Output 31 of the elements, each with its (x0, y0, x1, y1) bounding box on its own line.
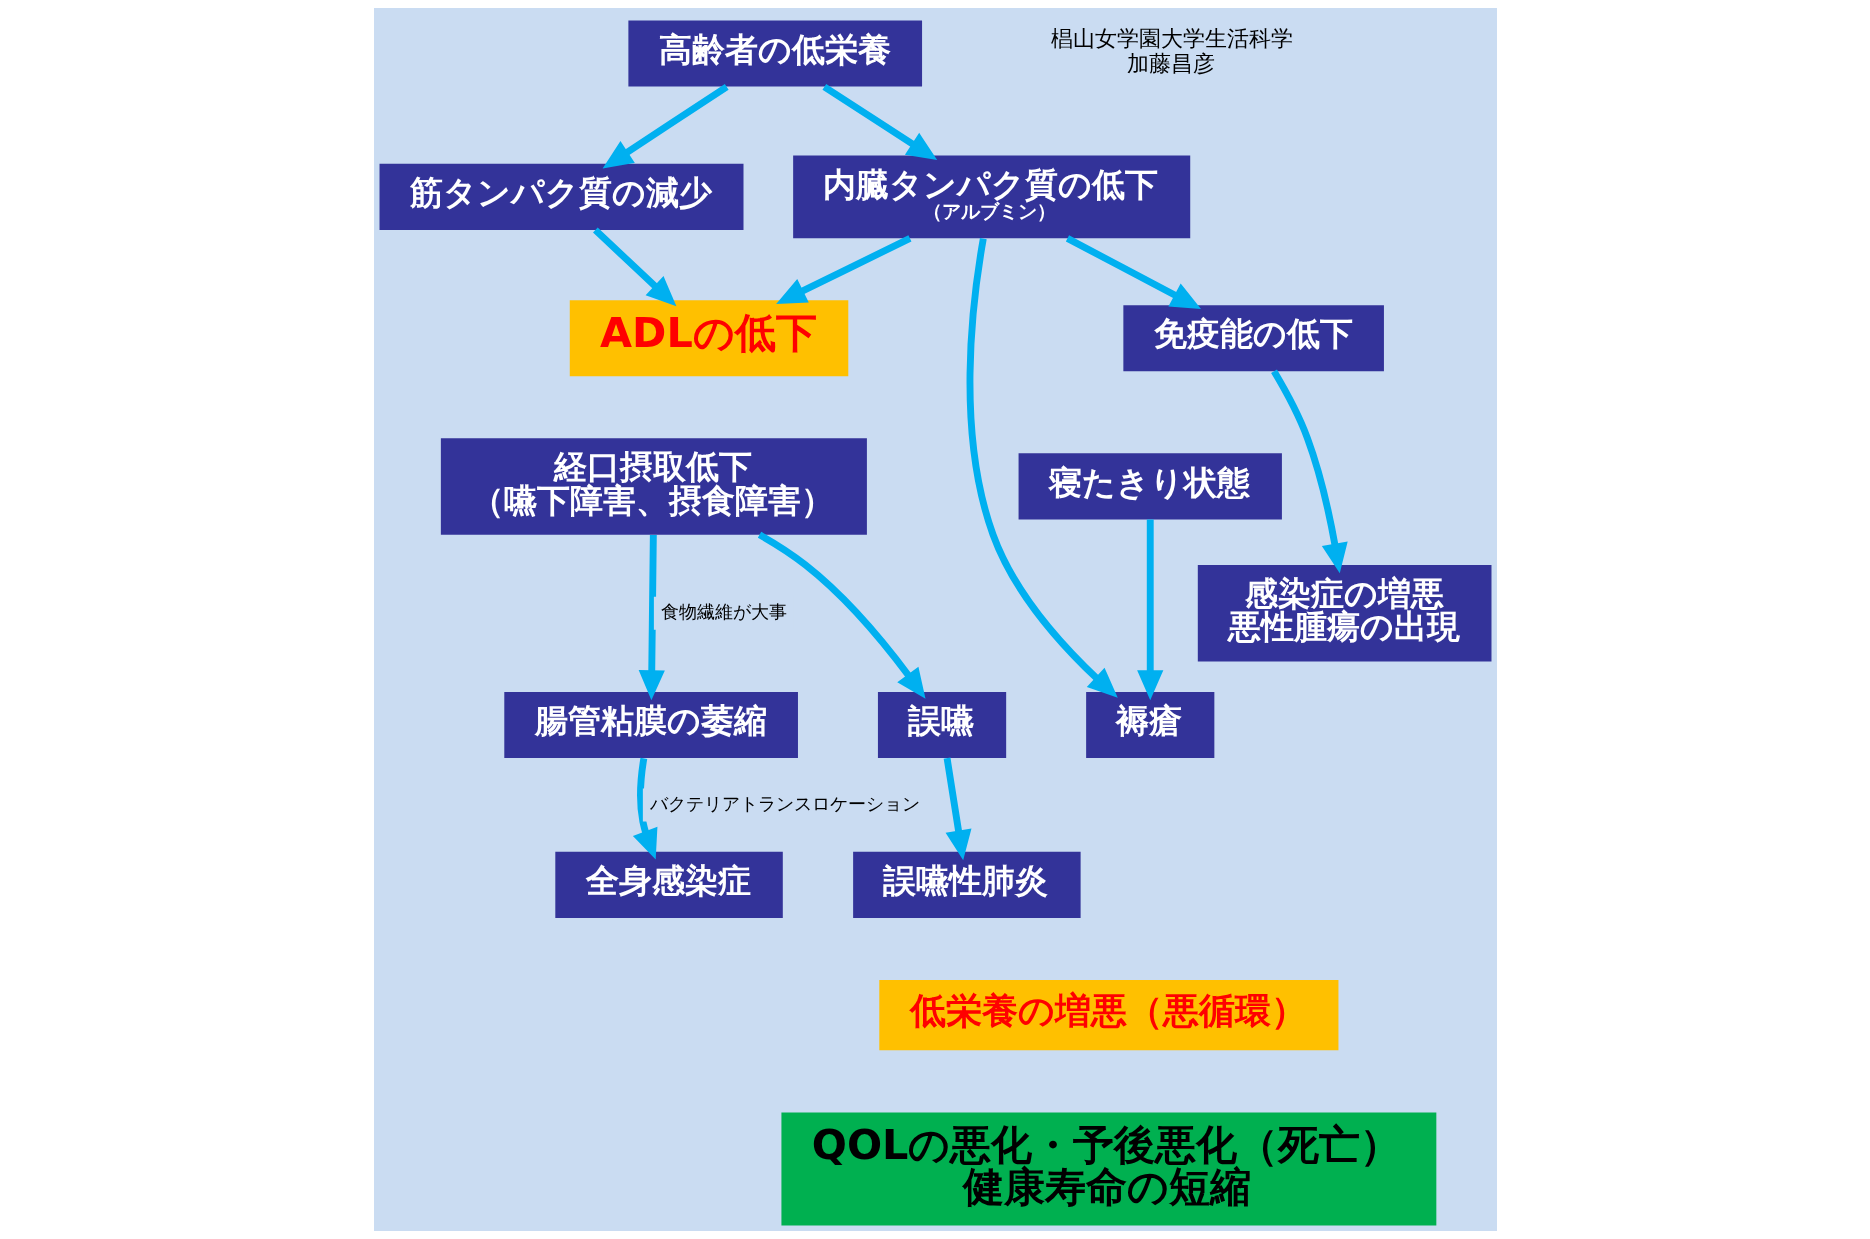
arrow (632, 757, 657, 860)
node-box: 腸管粘膜の萎縮 (503, 691, 798, 759)
node-box: 全身感染症 (554, 851, 783, 918)
node-box: ADLの低下 (569, 300, 848, 377)
arrow (638, 534, 665, 701)
node-box: 低栄養の増悪（悪循環） (878, 980, 1338, 1051)
arrow (1270, 369, 1348, 574)
arrow (966, 238, 1118, 698)
node-box: 寝たきり状態 (1018, 453, 1282, 520)
arrow (821, 83, 937, 161)
arrow (1065, 235, 1201, 309)
node-box: 誤嚥性肺炎 (852, 851, 1081, 918)
arrow (943, 757, 971, 861)
node-box: 褥瘡 (1085, 691, 1214, 759)
arrow (602, 83, 729, 169)
node-box: QOLの悪化・予後悪化（死亡） 健康寿命の短縮 (780, 1112, 1436, 1226)
arrow (1136, 519, 1163, 701)
node-box: 経口摂取低下 （嚥下障害、摂食障害） (440, 438, 867, 535)
edge-label: 食物繊維が大事 (660, 600, 787, 622)
arrow (592, 227, 676, 307)
label: 加藤昌彦 (1126, 51, 1215, 77)
node-box: 高齢者の低栄養 (627, 20, 922, 87)
node-box: 感染症の増悪 悪性腫瘍の出現 (1197, 565, 1491, 662)
node-box: 誤嚥 (877, 691, 1006, 759)
arrow (757, 531, 925, 699)
edge-label: バクテリアトランスロケーション (649, 792, 920, 814)
node-box: 内臓タンパク質の低下 （アルブミン） (792, 155, 1190, 239)
node-box: 免疫能の低下 (1122, 305, 1384, 372)
arrow (775, 235, 911, 304)
label: 椙山女学園大学生活科学 (1050, 26, 1293, 52)
node-box: 筋タンパク質の減少 (379, 163, 743, 230)
